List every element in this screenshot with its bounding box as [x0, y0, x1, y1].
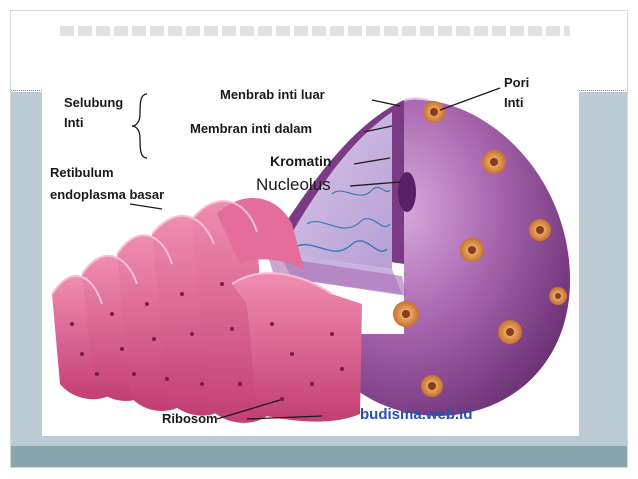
rough-er [51, 197, 362, 423]
pointer-lines [129, 87, 501, 420]
label-pori-2: Inti [504, 95, 524, 110]
label-selubung-inti-2: Inti [64, 115, 84, 130]
faded-title-artifact [60, 26, 570, 36]
nucleus-illustration [51, 87, 571, 423]
label-membran-dalam: Membran inti dalam [190, 121, 313, 136]
label-nucleolus: Nucleolus [256, 175, 331, 194]
label-retikulum-1: Retibulum [50, 165, 114, 180]
credit-text: budisma.web.id [360, 406, 473, 423]
slide-bottom-bar [10, 446, 628, 468]
label-ribosom: Ribosom [162, 411, 218, 426]
label-kromatin: Kromatin [270, 153, 332, 169]
nuclear-pores [393, 101, 567, 397]
label-membran-luar: Menbrab inti luar [220, 87, 325, 102]
label-retikulum-2: endoplasma basar [50, 187, 165, 202]
slide-frame [10, 10, 628, 468]
label-pori-1: Pori [504, 75, 530, 90]
label-selubung-inti-1: Selubung [64, 95, 124, 110]
nucleus-diagram: Selubung Inti Menbrab inti luar Membran … [42, 64, 579, 436]
